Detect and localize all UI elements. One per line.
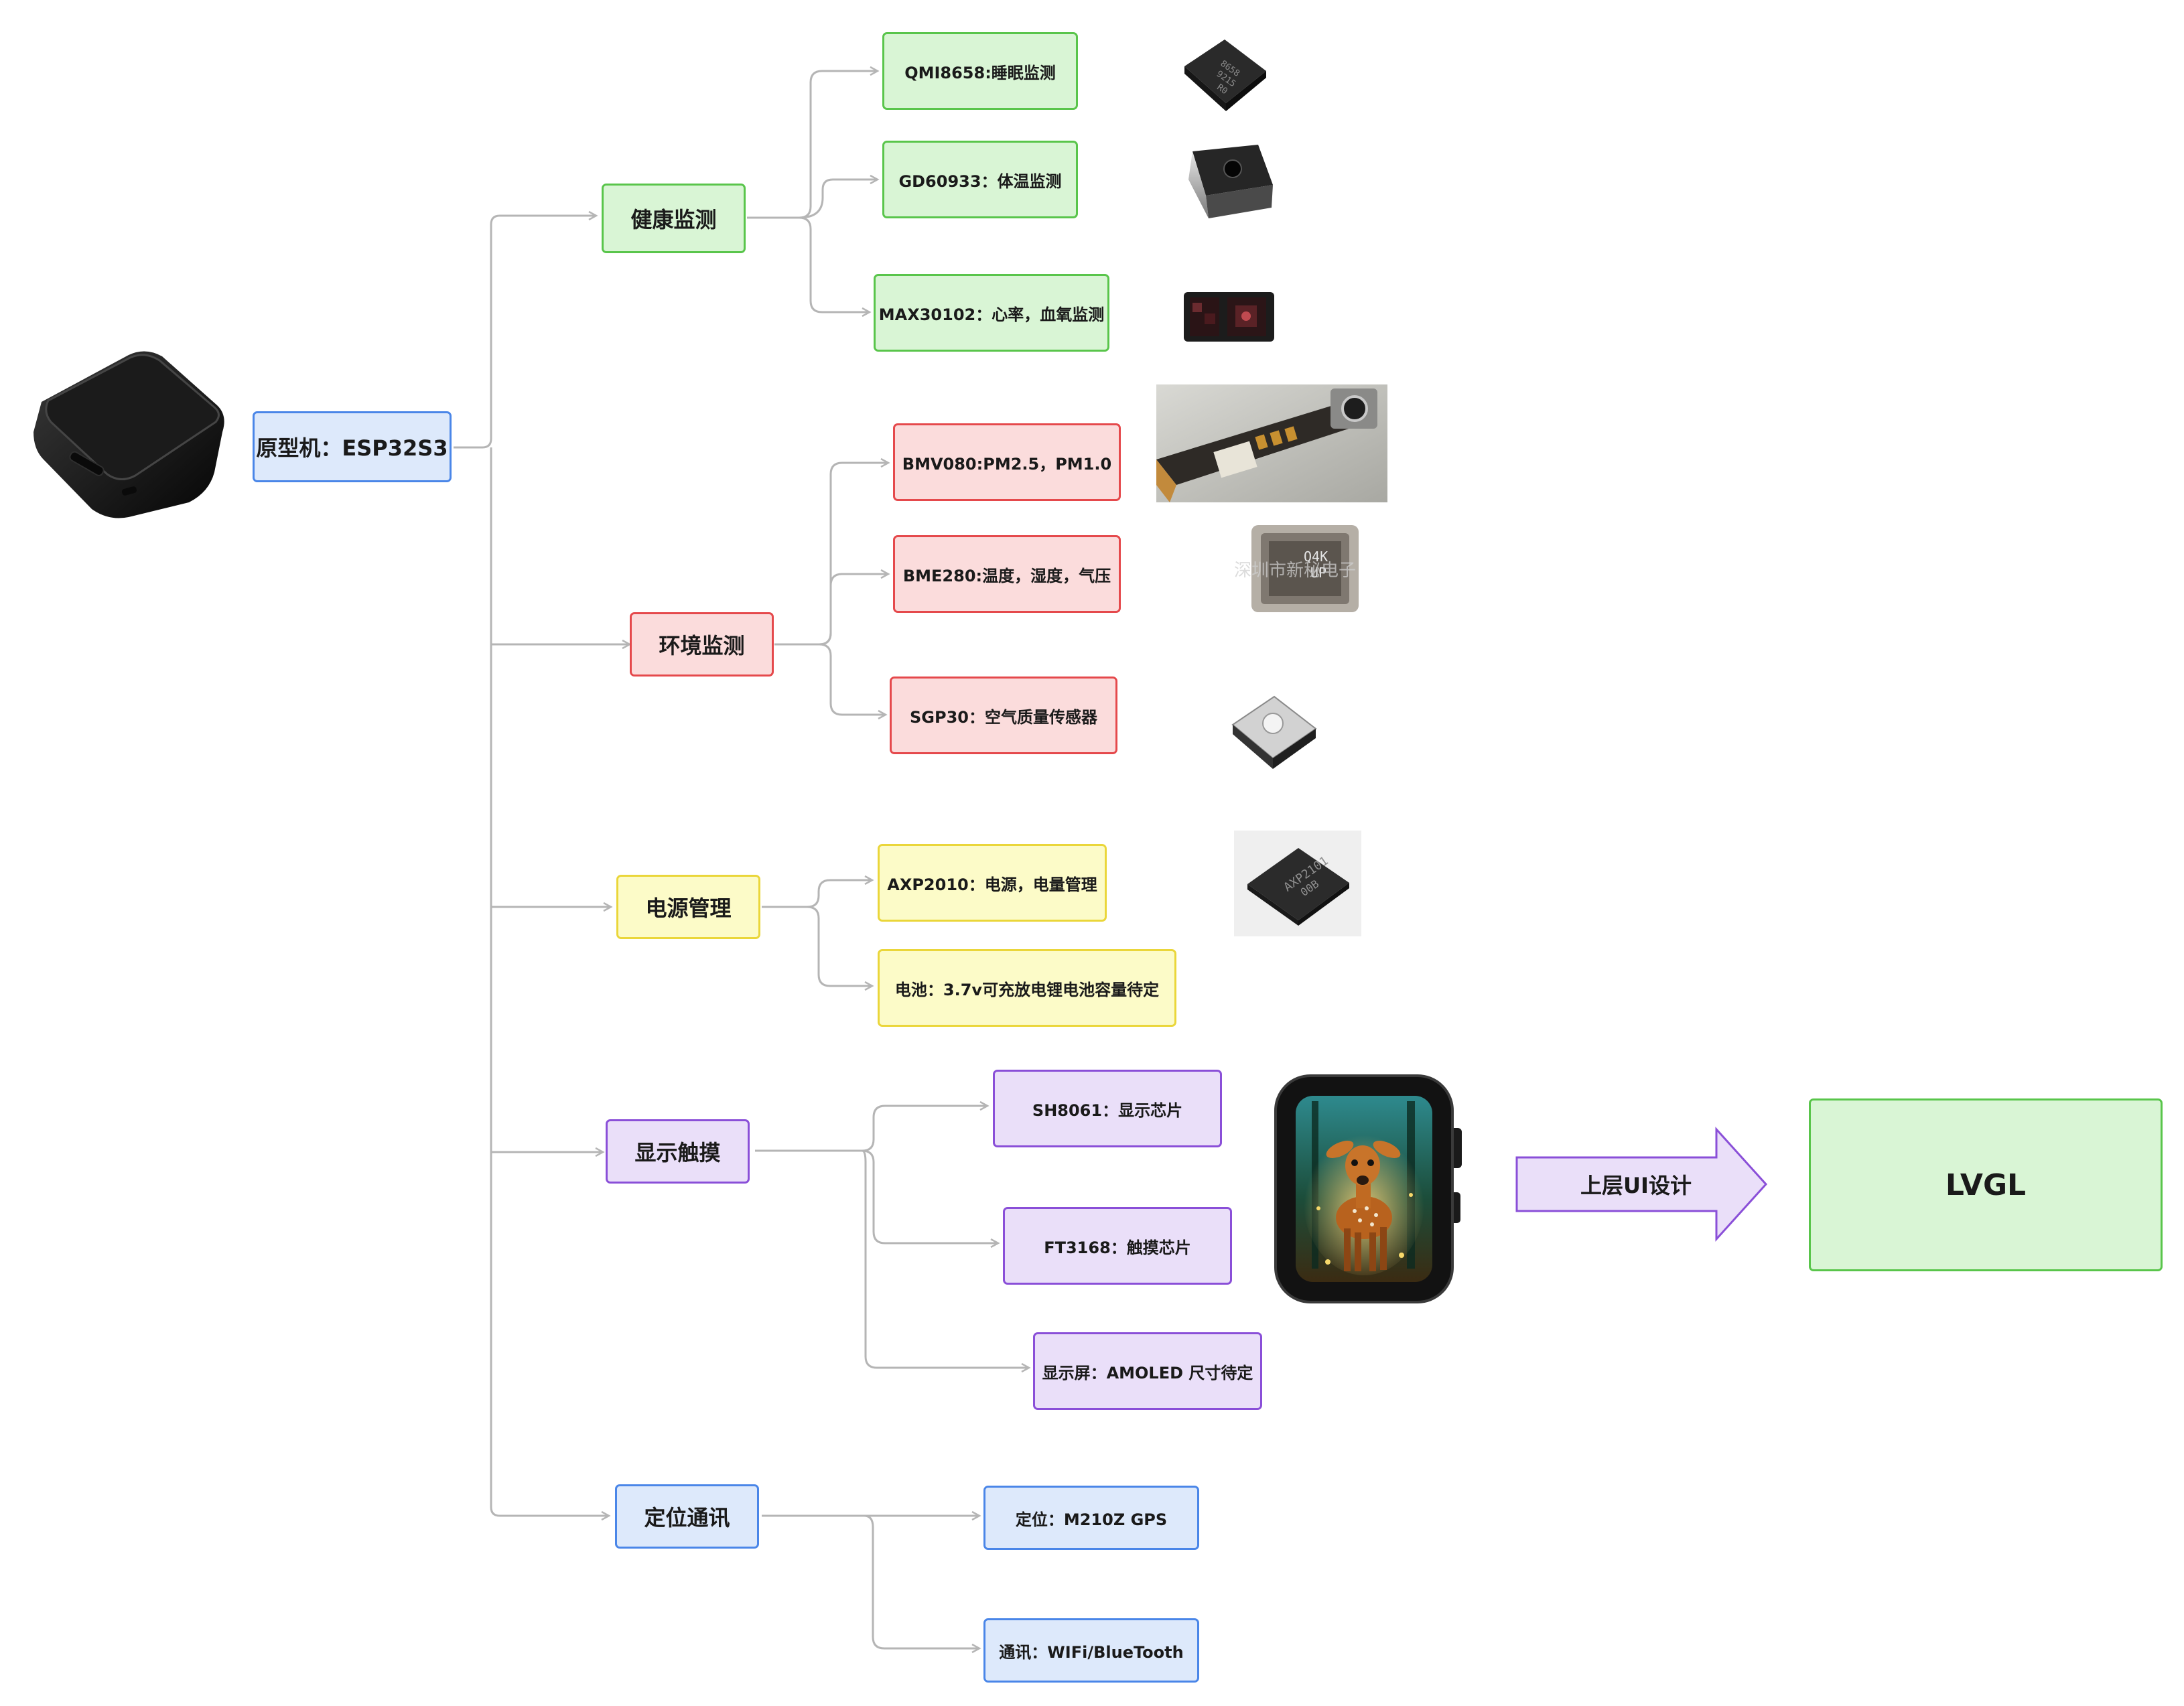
max30102-sensor-photo [1184,292,1274,342]
leaf-gd60933[interactable]: GD60933：体温监测 [882,141,1078,218]
lvgl-box[interactable]: LVGL [1809,1098,2163,1271]
bme280-watermark: 深圳市新秘电子 [1234,561,1356,581]
bme280-marking-line1: Q4K [1304,549,1328,565]
leaf-wifi-bt[interactable]: 通讯：WIFi/BlueTooth [983,1618,1199,1683]
leaf-label: AXP2010：电源，电量管理 [887,875,1097,894]
category-label: 健康监测 [630,207,717,232]
bmv080-module-photo [1156,384,1387,502]
leaf-label: 显示屏：AMOLED 尺寸待定 [1042,1363,1253,1382]
category-environment[interactable]: 环境监测 [630,612,774,677]
smartwatch-photo [1274,1074,1462,1303]
root-node[interactable]: 原型机：ESP32S3 [253,411,452,482]
lvgl-label: LVGL [1945,1167,2027,1202]
leaf-sh8061[interactable]: SH8061：显示芯片 [993,1070,1222,1147]
bme280-marking-line2: UP [1310,565,1326,581]
leaf-bmv080[interactable]: BMV080:PM2.5，PM1.0 [893,423,1121,501]
leaf-amoled[interactable]: 显示屏：AMOLED 尺寸待定 [1033,1332,1262,1410]
bme280-chip-photo: Q4K UP 深圳市新秘电子 [1234,525,1359,612]
gd60933-sensor-photo [1179,138,1280,236]
leaf-label: SGP30：空气质量传感器 [910,707,1097,727]
category-display-touch[interactable]: 显示触摸 [606,1119,750,1184]
leaf-label: QMI8658:睡眠监测 [904,63,1056,82]
leaf-label: MAX30102：心率，血氧监测 [878,305,1105,324]
ui-design-label: 上层UI设计 [1580,1173,1692,1198]
device-photo [33,351,224,518]
leaf-max30102[interactable]: MAX30102：心率，血氧监测 [874,274,1109,352]
qmi8658-chip-photo: 8658 9215 R0 [1184,40,1266,111]
leaf-label: 电池：3.7v可充放电锂电池容量待定 [894,980,1160,999]
category-label: 定位通讯 [644,1505,730,1531]
category-power[interactable]: 电源管理 [616,875,760,939]
category-label: 电源管理 [645,896,732,921]
leaf-label: FT3168：触摸芯片 [1044,1238,1191,1257]
leaf-label: 通讯：WIFi/BlueTooth [999,1642,1184,1662]
leaf-ft3168[interactable]: FT3168：触摸芯片 [1003,1207,1232,1285]
category-location-comm[interactable]: 定位通讯 [615,1484,759,1549]
leaf-battery[interactable]: 电池：3.7v可充放电锂电池容量待定 [878,949,1176,1027]
leaf-label: BMV080:PM2.5，PM1.0 [902,454,1112,474]
leaf-bme280[interactable]: BME280:温度，湿度，气压 [893,535,1121,613]
leaf-label: GD60933：体温监测 [898,171,1062,191]
sgp30-sensor-photo [1231,695,1317,769]
category-health[interactable]: 健康监测 [602,184,746,253]
category-label: 环境监测 [659,633,745,658]
root-label: 原型机：ESP32S3 [256,435,448,461]
leaf-label: SH8061：显示芯片 [1032,1100,1183,1120]
leaf-gps[interactable]: 定位：M210Z GPS [983,1486,1199,1550]
leaf-axp2010[interactable]: AXP2010：电源，电量管理 [878,844,1107,922]
leaf-label: 定位：M210Z GPS [1015,1510,1168,1529]
axp2101-chip-photo: AXP2101 00B [1234,831,1361,936]
svg-text:R0: R0 [1215,82,1229,96]
leaf-sgp30[interactable]: SGP30：空气质量传感器 [890,677,1117,754]
category-label: 显示触摸 [634,1140,721,1165]
leaf-label: BME280:温度，湿度，气压 [902,566,1111,585]
ui-design-arrow [1515,1127,1768,1242]
leaf-qmi8658[interactable]: QMI8658:睡眠监测 [882,32,1078,110]
